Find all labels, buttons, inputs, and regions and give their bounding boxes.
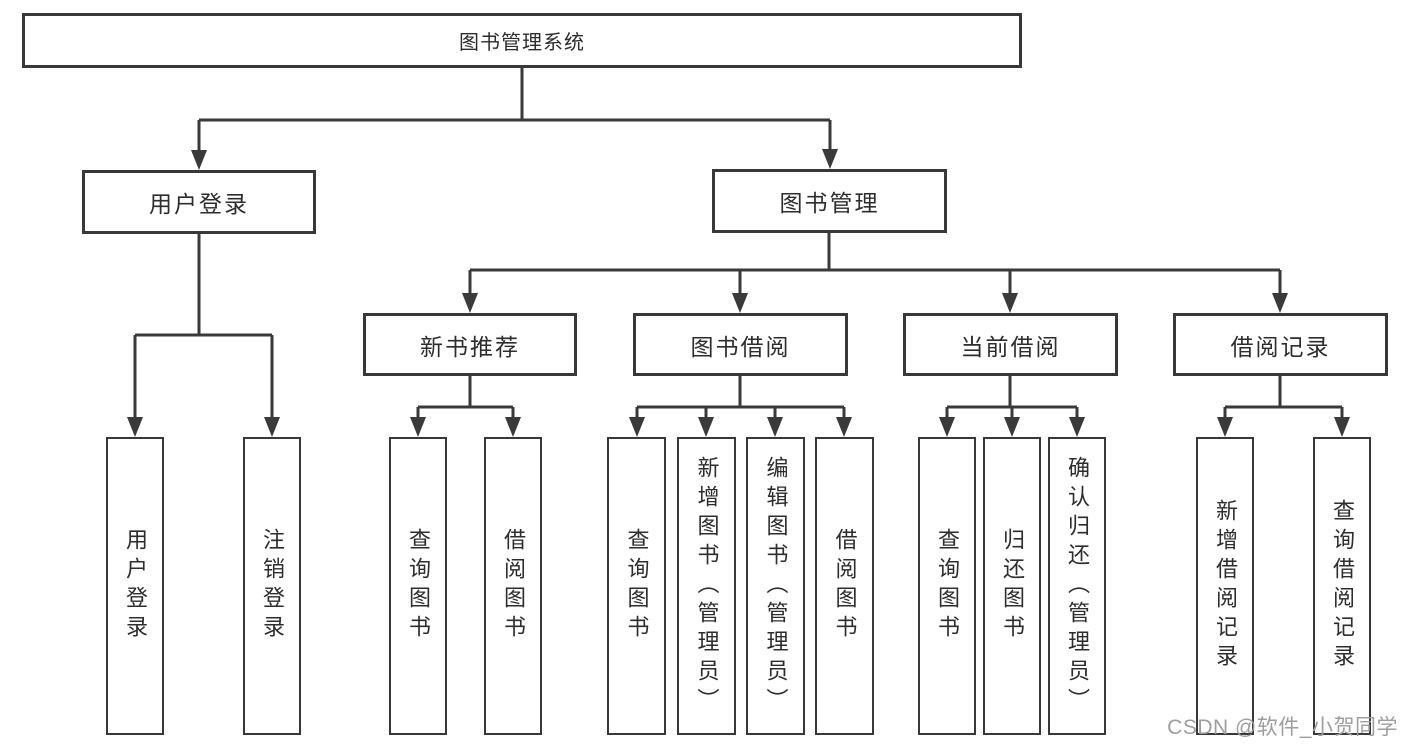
leaf-recommend-borrow-book: 借阅图书 [484,437,542,735]
leaf-edit-book-admin-label: 编辑图书（管理员） [763,455,789,717]
connector-stems [133,68,1344,419]
leaf-recommend-borrow-book-label: 借阅图书 [501,528,526,644]
leaf-return-book-label: 归还图书 [1000,528,1025,644]
node-current-borrow-label: 当前借阅 [960,333,1061,360]
leaf-edit-book-admin: 编辑图书（管理员） [746,437,805,735]
leaf-confirm-return-admin: 确认归还（管理员） [1048,437,1106,735]
leaf-recommend-query-book-label: 查询图书 [406,528,431,644]
leaf-borrow-query-book: 查询图书 [607,437,666,735]
node-book-borrow: 图书借阅 [633,313,848,376]
leaf-user-login: 用户登录 [106,437,164,735]
leaf-current-query-book-label: 查询图书 [935,528,960,644]
node-borrow-records: 借阅记录 [1173,313,1388,376]
leaf-logout-label: 注销登录 [260,528,285,644]
node-book-management-label: 图书管理 [779,190,880,216]
leaf-add-book-admin: 新增图书（管理员） [677,437,736,735]
leaf-add-borrow-record-label: 新增借阅记录 [1213,499,1238,673]
node-borrow-records-label: 借阅记录 [1230,333,1331,360]
node-user-login-label: 用户登录 [149,191,249,217]
node-new-book-recommend: 新书推荐 [363,313,577,376]
node-new-book-recommend-label: 新书推荐 [420,333,520,360]
leaf-user-login-label: 用户登录 [123,528,148,644]
node-book-management: 图书管理 [712,169,947,233]
leaf-borrow-query-book-label: 查询图书 [624,528,650,644]
leaf-query-borrow-record-label: 查询借阅记录 [1330,499,1355,673]
node-user-login: 用户登录 [82,170,316,234]
leaf-logout: 注销登录 [243,437,301,735]
leaf-current-query-book: 查询图书 [918,437,976,735]
leaf-borrow-book: 借阅图书 [815,437,874,735]
leaf-query-borrow-record: 查询借阅记录 [1313,437,1371,735]
leaf-return-book: 归还图书 [983,437,1041,735]
leaf-add-borrow-record: 新增借阅记录 [1196,437,1254,735]
node-book-borrow-label: 图书借阅 [690,333,791,360]
node-library-system-label: 图书管理系统 [459,32,585,54]
leaf-recommend-query-book: 查询图书 [389,437,447,735]
leaf-borrow-book-label: 借阅图书 [832,528,858,644]
node-current-borrow: 当前借阅 [903,313,1118,376]
arrowheads [127,149,1350,437]
node-library-system: 图书管理系统 [22,13,1022,68]
leaf-confirm-return-admin-label: 确认归还（管理员） [1065,455,1090,717]
csdn-watermark: CSDN @软件_小贺同学 [1167,716,1398,739]
leaf-add-book-admin-label: 新增图书（管理员） [694,455,720,717]
